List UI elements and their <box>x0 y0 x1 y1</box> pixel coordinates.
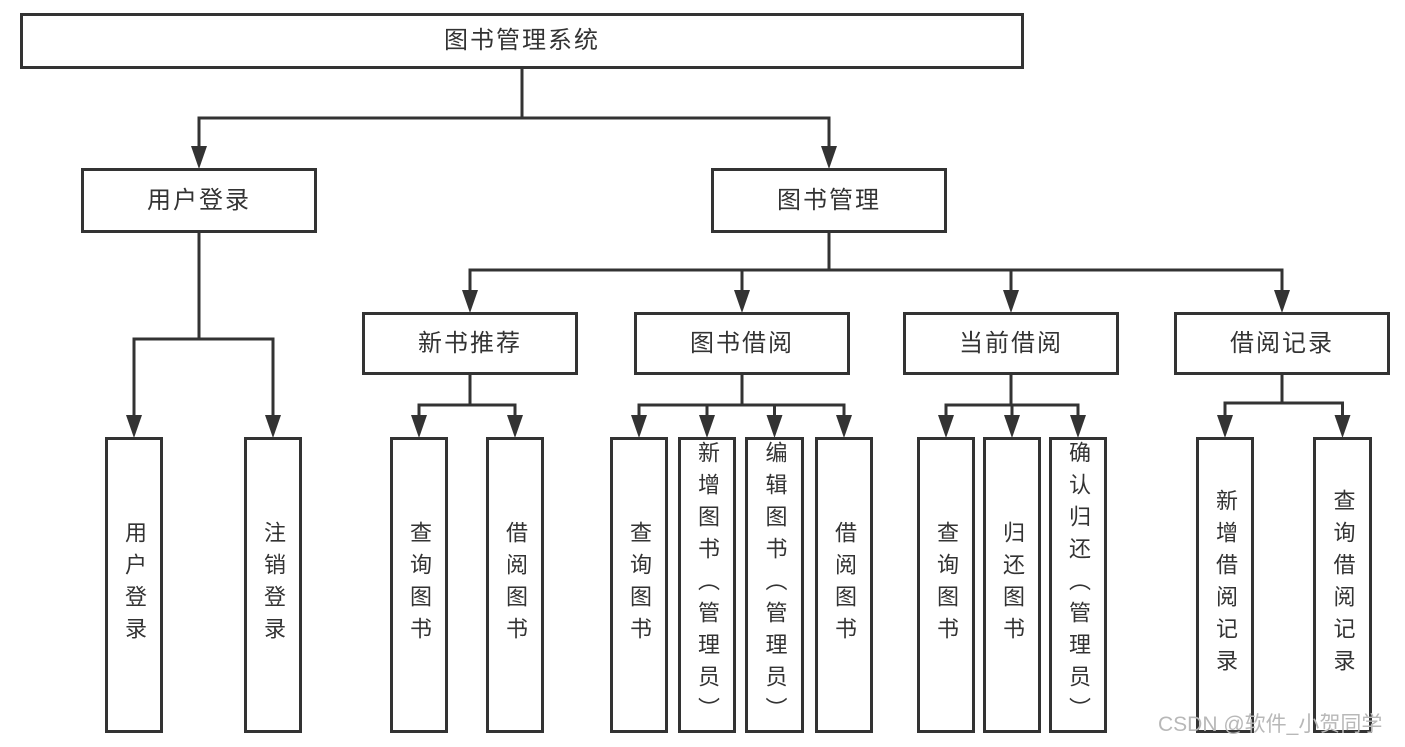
watermark-text: CSDN @软件_小贺同学 <box>1158 713 1383 736</box>
arrowhead-icon <box>1004 415 1020 438</box>
arrowhead-icon <box>1217 415 1233 438</box>
arrowhead-icon <box>766 415 783 438</box>
arrowhead-icon <box>411 415 427 438</box>
arrowhead-icon <box>836 415 852 438</box>
node-mgmt: 图书管理 <box>711 168 947 233</box>
arrowhead-icon <box>938 415 954 438</box>
node-borrow: 图书借阅 <box>634 312 850 375</box>
node-leaf-cur-return: 归还图书 <box>983 437 1041 733</box>
node-leaf-bor-borrow: 借阅图书 <box>815 437 873 733</box>
arrowhead-icon <box>507 415 523 438</box>
node-leaf-cur-query: 查询图书 <box>917 437 975 733</box>
node-leaf-rec-query: 查询图书 <box>390 437 448 733</box>
node-leaf-logout: 注销登录 <box>244 437 302 733</box>
arrowhead-icon <box>1274 290 1290 313</box>
node-records: 借阅记录 <box>1174 312 1390 375</box>
node-leaf-bor-query: 查询图书 <box>610 437 668 733</box>
node-current: 当前借阅 <box>903 312 1119 375</box>
node-recommend: 新书推荐 <box>362 312 578 375</box>
node-login: 用户登录 <box>81 168 317 233</box>
arrowhead-icon <box>191 146 207 169</box>
arrowhead-icon <box>1070 415 1086 438</box>
node-leaf-rec-borrow: 借阅图书 <box>486 437 544 733</box>
arrowhead-icon <box>462 290 478 313</box>
arrowhead-icon <box>821 146 837 169</box>
arrowhead-icon <box>1003 290 1019 313</box>
node-leaf-bor-add: 新增图书（管理员） <box>678 437 736 733</box>
arrowhead-icon <box>1334 415 1351 438</box>
arrowhead-icon <box>265 415 281 438</box>
node-leaf-bor-edit: 编辑图书（管理员） <box>745 437 804 733</box>
node-leaf-user-login: 用户登录 <box>105 437 163 733</box>
node-root: 图书管理系统 <box>20 13 1024 69</box>
arrowhead-icon <box>734 290 750 313</box>
node-leaf-rr-add: 新增借阅记录 <box>1196 437 1254 733</box>
arrowhead-icon <box>126 415 142 438</box>
arrowhead-icon <box>699 415 715 438</box>
arrowhead-icon <box>631 415 647 438</box>
node-leaf-rr-query: 查询借阅记录 <box>1313 437 1372 733</box>
node-leaf-cur-confirm: 确认归还（管理员） <box>1049 437 1107 733</box>
